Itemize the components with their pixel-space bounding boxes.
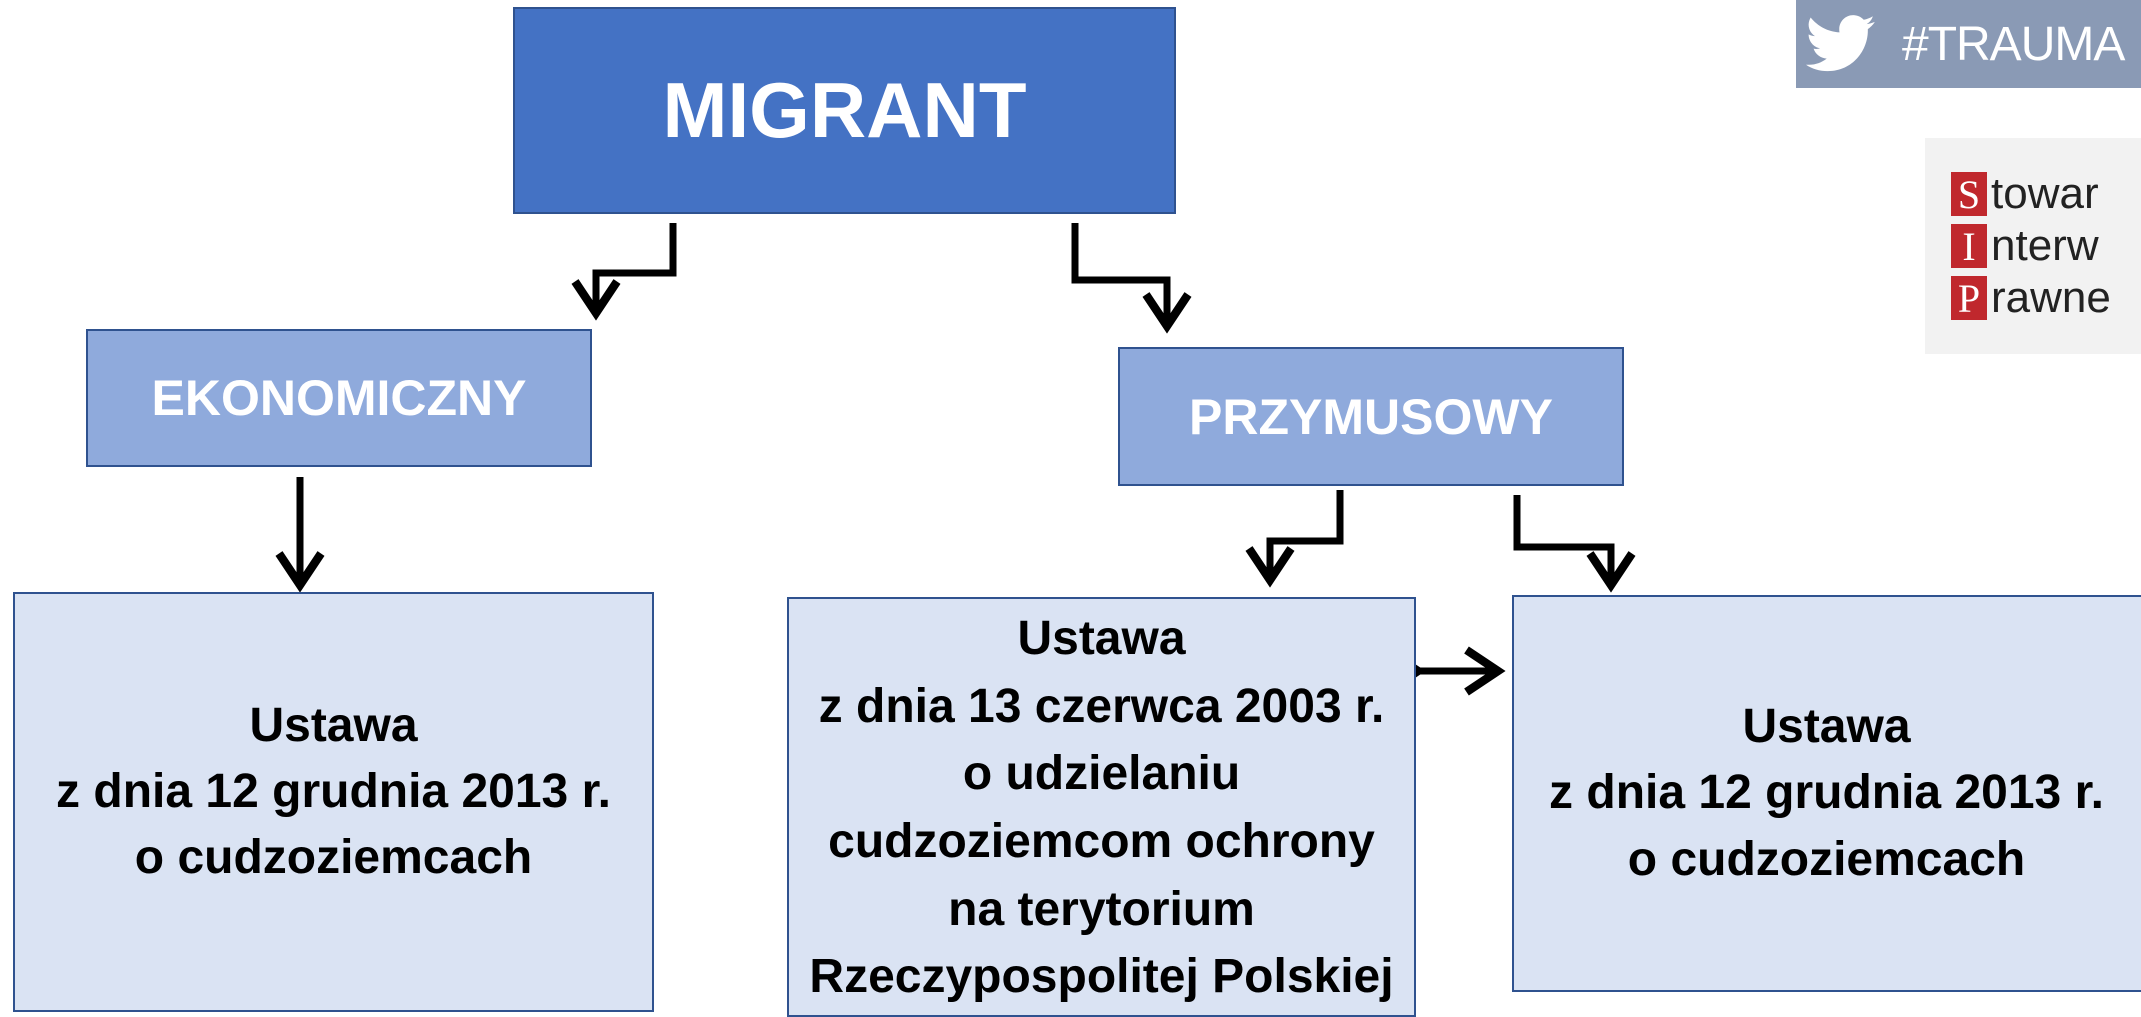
root-node-migrant: MIGRANT	[513, 7, 1176, 214]
twitter-bird-icon	[1806, 15, 1875, 72]
leaf-node-ustawa-cudzoziemcy-right: Ustawa z dnia 12 grudnia 2013 r. o cudzo…	[1512, 595, 2141, 992]
logo-word: rawne	[1991, 273, 2111, 322]
logo-letter: I	[1951, 224, 1987, 269]
logo-word: nterw	[1991, 221, 2099, 270]
twitter-hashtag-banner: #TRAUMA	[1796, 0, 2141, 88]
leaf-line: z dnia 13 czerwca 2003 r.	[818, 679, 1385, 733]
leaf-line: z dnia 12 grudnia 2013 r.	[56, 764, 611, 818]
leaf-line: o cudzoziemcach	[1627, 832, 2026, 886]
arrow-migrant-to-ekonomiczny	[571, 223, 677, 321]
logo-letter: S	[1951, 172, 1987, 217]
logo-row: I nterw	[1951, 221, 2099, 270]
logo-row: S towar	[1951, 169, 2099, 218]
leaf-line: Ustawa	[249, 698, 418, 752]
leaf-line: cudzoziemcom ochrony	[828, 815, 1375, 869]
leaf-node-ustawa-ochrony: Ustawa z dnia 13 czerwca 2003 r. o udzie…	[787, 597, 1416, 1017]
arrow-migrant-to-przymusowy	[1071, 223, 1192, 334]
arrow-przymusowy-to-ustawa-cudzoziemcy	[1513, 495, 1636, 593]
organization-logo: S towar I nterw P rawne	[1925, 138, 2141, 354]
hashtag-text: #TRAUMA	[1902, 17, 2125, 71]
logo-letter: P	[1951, 276, 1987, 321]
leaf-line: Ustawa	[1017, 612, 1186, 665]
leaf-line: o cudzoziemcach	[134, 831, 533, 885]
leaf-line: na terytorium	[948, 882, 1255, 936]
arrow-przymusowy-to-ustawa-ochrony	[1245, 490, 1344, 588]
leaf-line: o udzielaniu	[962, 747, 1241, 801]
leaf-line: Rzeczypospolitej Polskiej	[809, 950, 1394, 1004]
logo-row: P rawne	[1951, 273, 2111, 322]
branch-node-przymusowy: PRZYMUSOWY	[1118, 347, 1624, 486]
leaf-line: z dnia 12 grudnia 2013 r.	[1549, 766, 2104, 820]
leaf-line: Ustawa	[1742, 700, 1911, 754]
logo-word: towar	[1991, 169, 2099, 218]
branch-node-ekonomiczny: EKONOMICZNY	[86, 329, 592, 467]
leaf-node-ustawa-cudzoziemcy-left: Ustawa z dnia 12 grudnia 2013 r. o cudzo…	[13, 592, 654, 1012]
